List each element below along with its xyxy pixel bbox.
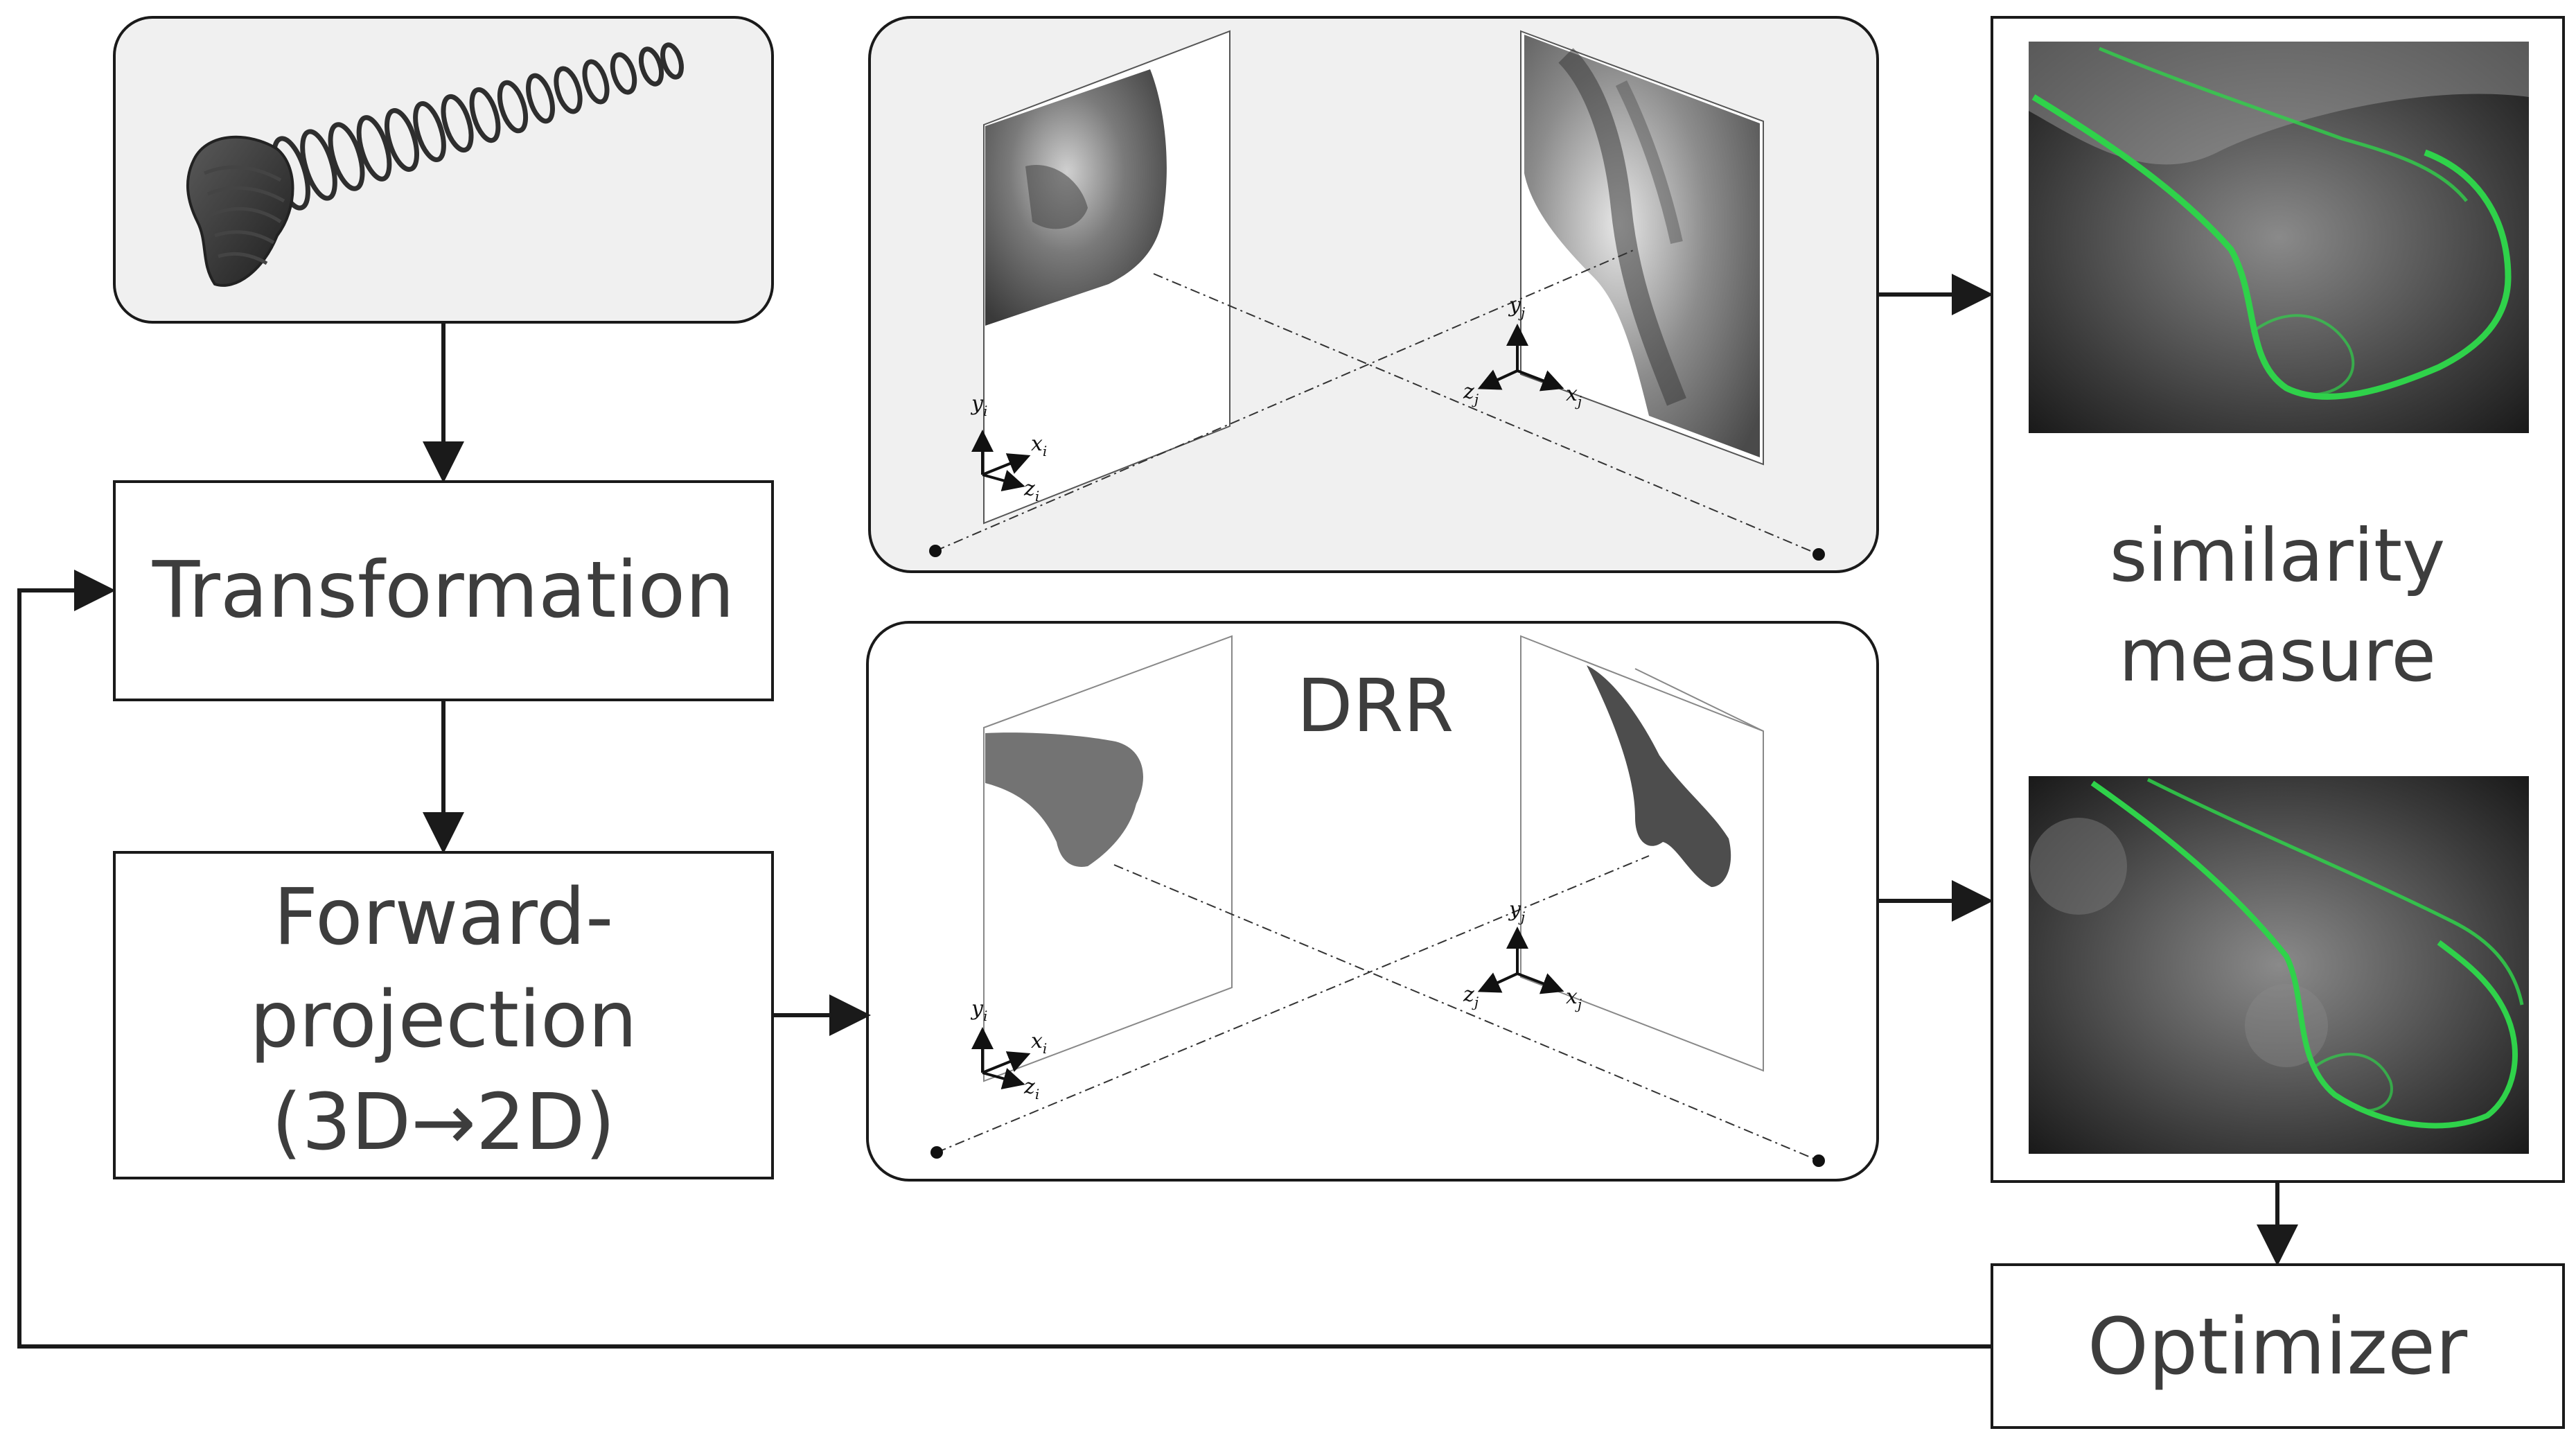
bone-model-3d-icon <box>186 42 684 287</box>
similarity-label-line1: similarity <box>2110 513 2446 598</box>
axes-j <box>1477 324 1564 392</box>
drr-panel: DRR yi xi zi yj xj zj <box>866 621 1879 1182</box>
overlay-image <box>2029 776 2529 1154</box>
source-point <box>930 1146 943 1159</box>
drr-image <box>985 732 1143 867</box>
forward-projection-node: Forward- projection (3D→2D) <box>113 851 774 1179</box>
axis-y-label: yj <box>1508 897 1525 925</box>
xray-projection-panel: yi xi zi yj xj zj <box>868 16 1879 573</box>
xray-image <box>1524 35 1760 457</box>
forward-projection-label-line2: projection <box>249 975 637 1065</box>
transformation-label: Transformation <box>152 545 734 635</box>
flow-arrows <box>17 274 2298 1349</box>
optimizer-label: Optimizer <box>2088 1302 2468 1392</box>
source-point <box>1812 1154 1825 1167</box>
similarity-measure-panel: similarity measure <box>1991 16 2565 1183</box>
source-point <box>929 545 942 557</box>
feedback-arrow-optimizer-to-transformation <box>17 570 1992 1349</box>
forward-projection-label-line3: (3D→2D) <box>272 1078 615 1168</box>
axes-i <box>971 1027 1031 1089</box>
optimizer-node: Optimizer <box>1991 1263 2565 1429</box>
axes-j <box>1477 927 1564 994</box>
bone-model-panel <box>113 16 774 324</box>
axes-i <box>971 430 1031 491</box>
drr-label: DRR <box>1297 664 1454 748</box>
transformation-node: Transformation <box>113 480 774 701</box>
drr-image <box>1587 665 1731 887</box>
overlay-image <box>2029 42 2529 433</box>
forward-projection-label-line1: Forward- <box>274 872 614 963</box>
similarity-label-line2: measure <box>2119 613 2436 698</box>
source-point <box>1812 548 1825 561</box>
